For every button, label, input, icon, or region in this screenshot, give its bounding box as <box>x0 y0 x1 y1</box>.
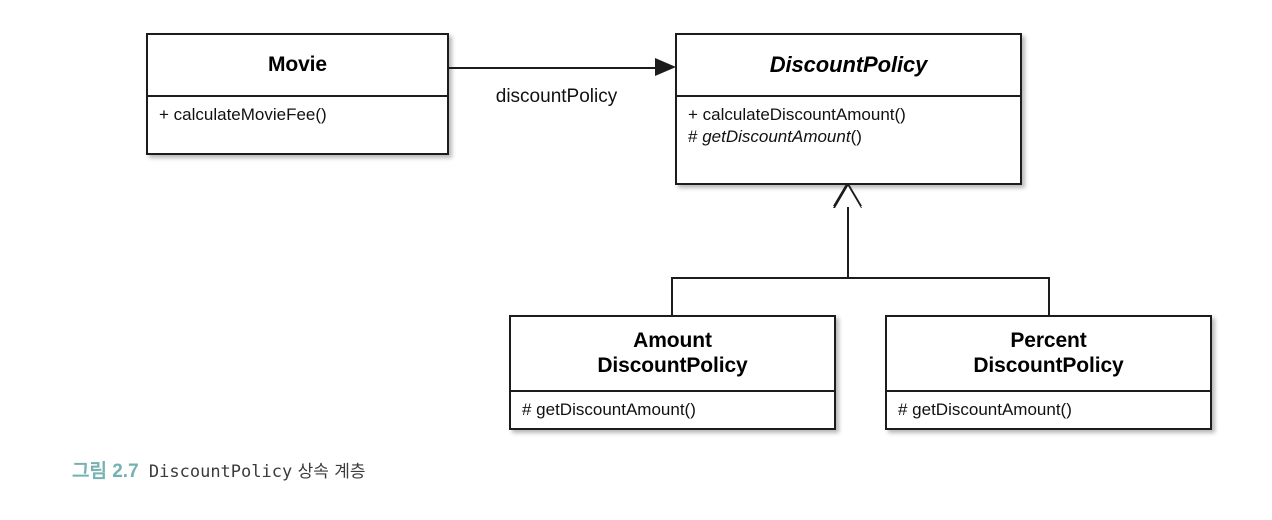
member-get-discount-amount: # getDiscountAmount() <box>898 400 1072 419</box>
member-parens: () <box>850 127 862 147</box>
member-get-discount-amount: # getDiscountAmount() <box>522 400 696 419</box>
figure-caption: 그림 2.7 DiscountPolicy 상속 계층 <box>72 459 366 486</box>
uml-class-movie[interactable]: Movie + calculateMovieFee() <box>146 33 449 155</box>
member-signature: getDiscountAmount <box>702 127 851 147</box>
member-visibility: + <box>688 105 698 124</box>
association-label: discountPolicy <box>495 86 618 107</box>
figure-subject-text: DiscountPolicy <box>148 462 293 482</box>
generalization-stem <box>847 207 849 279</box>
class-name-movie: Movie <box>267 52 327 76</box>
member-calculate-movie-fee: + calculateMovieFee() <box>159 105 327 124</box>
class-name-percent-discount-policy: Percent DiscountPolicy <box>887 317 1210 390</box>
uml-class-amount-discount-policy[interactable]: Amount DiscountPolicy # getDiscountAmoun… <box>509 315 836 430</box>
generalization-branch-right <box>1048 277 1050 317</box>
class-members-amount-discount-policy: # getDiscountAmount() <box>511 392 834 430</box>
member-signature: calculateDiscountAmount() <box>702 105 906 124</box>
association-arrowhead-icon <box>655 58 676 76</box>
figure-subject <box>139 462 149 482</box>
figure-description: 상속 계층 <box>297 462 366 482</box>
generalization-branch-left <box>671 277 673 317</box>
class-name-line-2: DiscountPolicy <box>973 353 1124 377</box>
figure-number: 그림 2.7 <box>72 461 139 482</box>
class-divider <box>148 95 447 97</box>
class-name-line-1: Percent <box>1010 328 1087 352</box>
generalization-bar <box>671 277 1050 279</box>
class-members-discount-policy: + calculateDiscountAmount() # getDiscoun… <box>677 97 1020 185</box>
class-divider <box>677 95 1020 97</box>
class-name-line-1: Amount <box>633 328 712 352</box>
generalization-triangle-icon <box>835 186 861 208</box>
member-visibility: # <box>688 127 698 147</box>
uml-class-discount-policy[interactable]: DiscountPolicy + calculateDiscountAmount… <box>675 33 1022 185</box>
class-divider <box>887 390 1210 392</box>
association-line <box>449 67 664 69</box>
member-get-discount-amount-abstract: # getDiscountAmount() <box>688 126 1009 148</box>
uml-class-percent-discount-policy[interactable]: Percent DiscountPolicy # getDiscountAmou… <box>885 315 1212 430</box>
class-name-amount-discount-policy: Amount DiscountPolicy <box>511 317 834 390</box>
class-divider <box>511 390 834 392</box>
member-calculate-discount-amount: + calculateDiscountAmount() <box>688 104 1009 126</box>
class-members-movie: + calculateMovieFee() <box>148 97 447 155</box>
class-name-discount-policy: DiscountPolicy <box>769 52 928 78</box>
class-name-line-2: DiscountPolicy <box>597 353 748 377</box>
class-members-percent-discount-policy: # getDiscountAmount() <box>887 392 1210 430</box>
